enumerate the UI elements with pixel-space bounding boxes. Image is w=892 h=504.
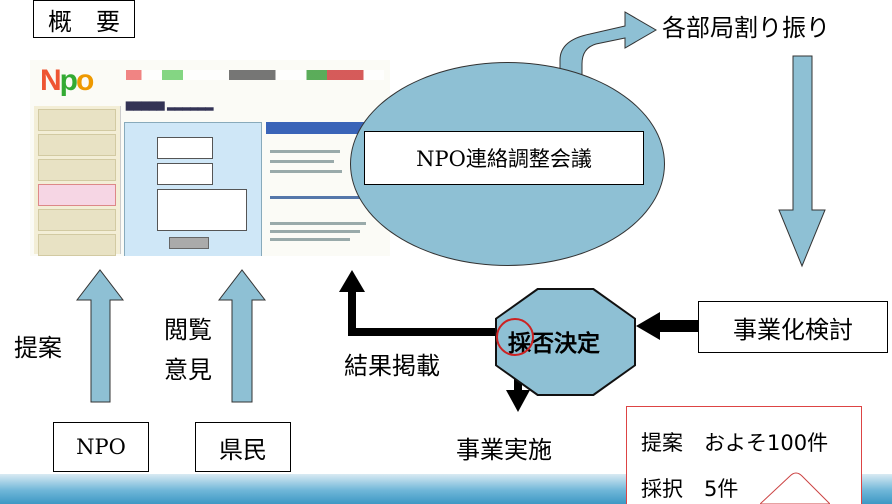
arrow-to-implement-head: [506, 390, 530, 412]
stats-adopted: 採択 5件: [641, 477, 739, 501]
stats-proposals: 提案 およそ100件: [641, 431, 829, 455]
curved-arrow: [559, 11, 657, 91]
up-arrow-npo: [75, 269, 125, 403]
site-header-bar: [126, 70, 384, 80]
site-sidebar: [34, 106, 121, 256]
site-logo: Npo: [40, 64, 94, 97]
business-review-box: 事業化検討: [698, 301, 888, 353]
npo-box: NPO: [53, 422, 149, 472]
site-heading: ▆▆▆▆▆ ▂▂▂▂▂▂: [126, 100, 214, 111]
stats-note: 提案 およそ100件 採択 5件: [626, 406, 862, 504]
page-title: 概 要: [33, 0, 135, 38]
implement-label: 事業実施: [456, 436, 552, 464]
decision-circle-mark: [496, 318, 534, 356]
arrow-to-decision: [636, 312, 698, 340]
result-post-label: 結果掲載: [344, 352, 440, 380]
website-screenshot: Npo ▆▆▆▆▆ ▂▂▂▂▂▂: [30, 60, 390, 256]
site-form-panel: [124, 122, 262, 256]
arrow-to-site-head: [339, 270, 365, 292]
proposal-label: 提案: [14, 334, 62, 362]
arrow-to-site: [348, 290, 497, 336]
site-info-panel: [266, 122, 390, 256]
bureau-assign-label: 各部局割り振り: [662, 14, 830, 42]
up-arrow-kenmin: [217, 269, 267, 403]
browse-label: 閲覧: [164, 316, 212, 344]
down-arrow-review: [778, 55, 826, 268]
opinion-label: 意見: [164, 356, 212, 384]
mountain-icon: [760, 472, 830, 504]
meeting-label: NPO連絡調整会議: [364, 131, 644, 185]
kenmin-box: 県民: [195, 422, 291, 472]
